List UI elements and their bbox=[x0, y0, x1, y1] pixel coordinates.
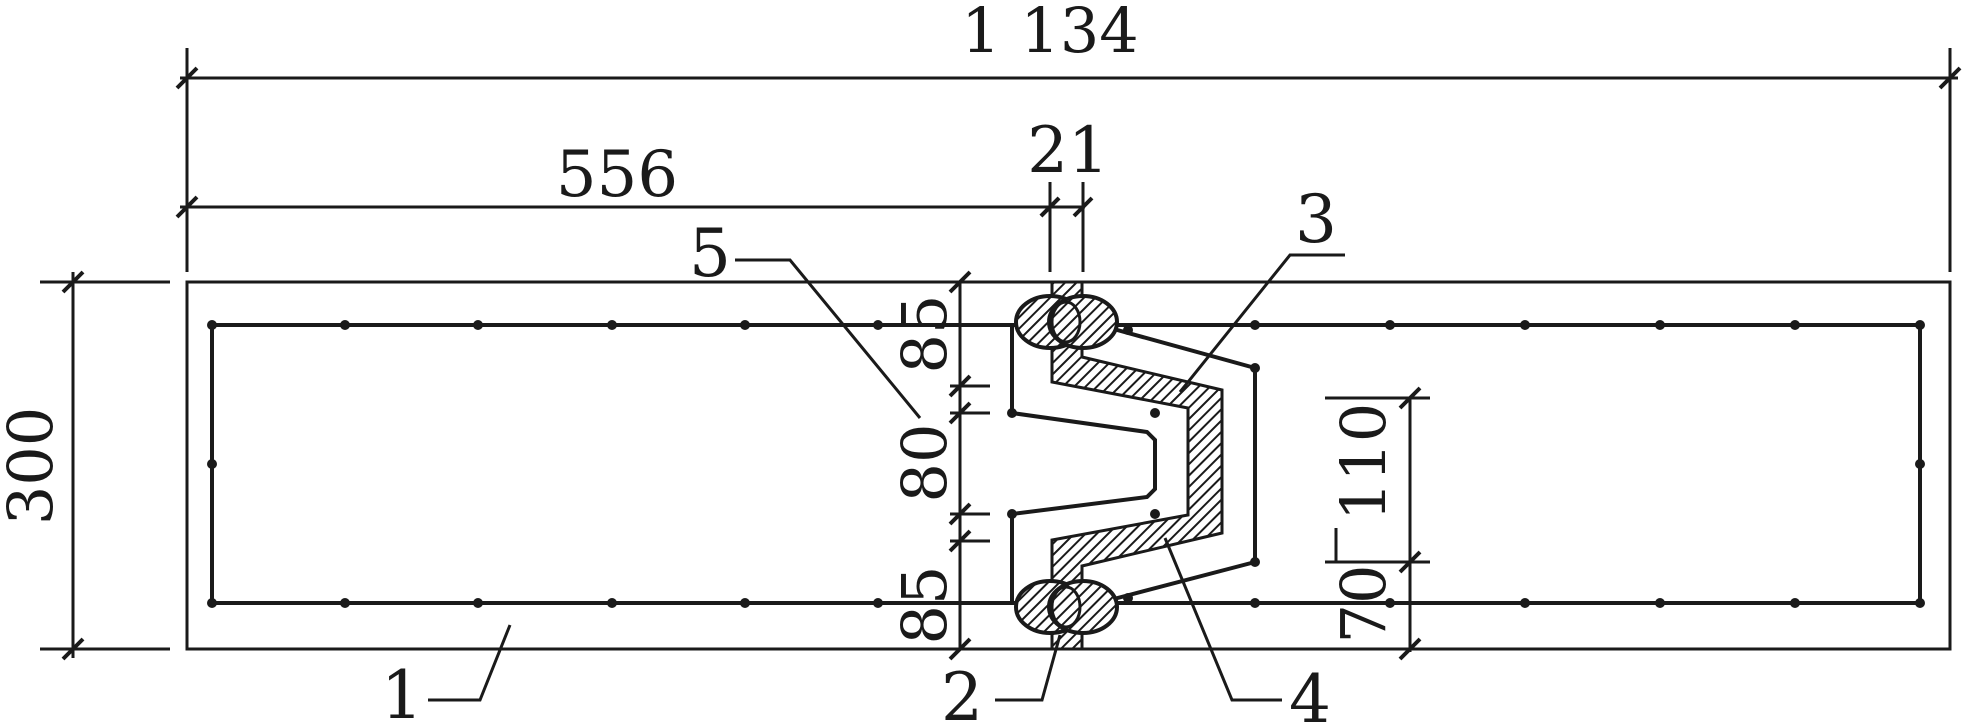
rebar-dot bbox=[1915, 598, 1925, 608]
dim-left-segment-label: 556 bbox=[556, 138, 678, 212]
rebar-dot bbox=[873, 320, 883, 330]
rebar-dot bbox=[1655, 320, 1665, 330]
callout-5: 5 bbox=[689, 215, 731, 292]
dim-joint-bottom-label: 85 bbox=[888, 566, 961, 645]
rebar-dot bbox=[473, 598, 483, 608]
dim-joint-top-label: 85 bbox=[888, 295, 961, 374]
rebar-dot bbox=[207, 320, 217, 330]
dim-left-segment: 556 bbox=[175, 138, 1085, 219]
rebar-dot bbox=[1385, 598, 1395, 608]
rebar-dot bbox=[1250, 320, 1260, 330]
rebar-dot bbox=[340, 598, 350, 608]
callout-4: 4 bbox=[1289, 661, 1331, 726]
callout-3: 3 bbox=[1295, 181, 1337, 258]
dim-height-total: 300 bbox=[0, 270, 170, 661]
rebar-dot bbox=[1150, 509, 1160, 519]
dim-joint-vertical: 85 80 85 bbox=[888, 270, 990, 661]
rebar-dot bbox=[1520, 598, 1530, 608]
rebar-dot bbox=[607, 320, 617, 330]
rebar-dot bbox=[873, 598, 883, 608]
rebar-dot bbox=[1655, 598, 1665, 608]
dim-total-length: 1 134 bbox=[175, 0, 1962, 272]
rebar-dot bbox=[1790, 598, 1800, 608]
rebar-dot bbox=[1790, 320, 1800, 330]
dim-joint-gap: 21 bbox=[1027, 114, 1109, 272]
dim-right-middle-label: 110 bbox=[1327, 403, 1400, 521]
rebar-dot bbox=[1915, 459, 1925, 469]
lap-bars-top bbox=[1014, 294, 1119, 350]
rebar-dot bbox=[207, 459, 217, 469]
dim-joint-gap-label: 21 bbox=[1027, 114, 1108, 188]
rebar-dot bbox=[1915, 320, 1925, 330]
dim-right-vertical: 110 70 bbox=[1325, 386, 1430, 661]
rebar-dot bbox=[607, 598, 617, 608]
callout-2: 2 bbox=[941, 659, 983, 726]
dim-height-total-label: 300 bbox=[0, 407, 67, 525]
rebar-dot bbox=[340, 320, 350, 330]
lap-bars-bottom bbox=[1014, 579, 1119, 635]
callout-leaders bbox=[428, 253, 1345, 702]
hatched-shear-key bbox=[1050, 280, 1224, 651]
callout-1: 1 bbox=[381, 657, 423, 726]
rebar-dots bbox=[207, 320, 1925, 608]
dim-joint-middle-label: 80 bbox=[888, 424, 961, 503]
rebar-dot bbox=[1150, 408, 1160, 418]
rebar-dot bbox=[1520, 320, 1530, 330]
rebar-dot bbox=[207, 598, 217, 608]
dim-total-length-label: 1 134 bbox=[961, 0, 1139, 67]
dim-right-bottom-label: 70 bbox=[1327, 565, 1400, 644]
rebar-dot bbox=[1250, 598, 1260, 608]
rebar-dot bbox=[740, 320, 750, 330]
rebar-dot bbox=[740, 598, 750, 608]
rebar-dot bbox=[1385, 320, 1395, 330]
rebar-dot bbox=[473, 320, 483, 330]
